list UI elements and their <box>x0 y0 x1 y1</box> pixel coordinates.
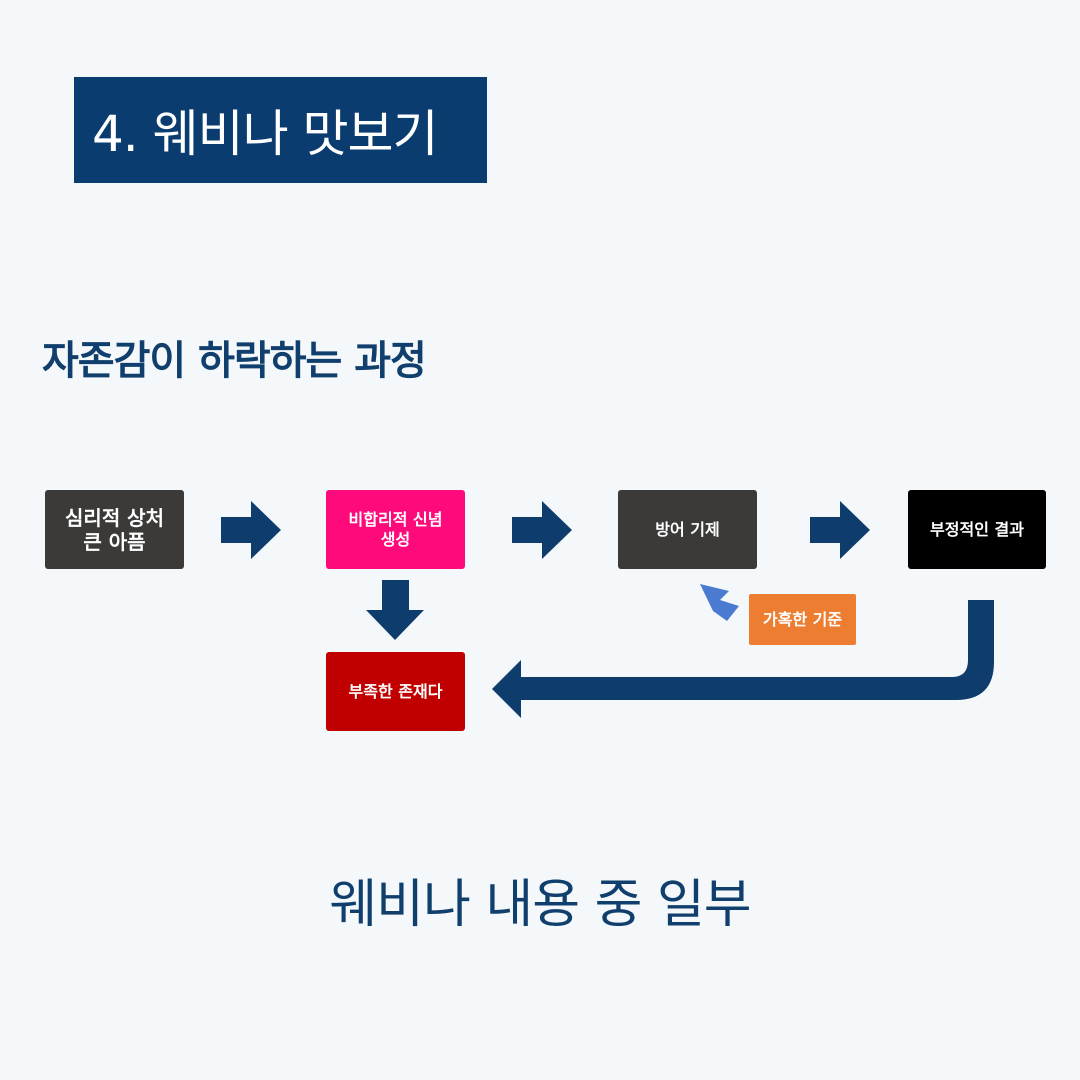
footer-caption: 웨비나 내용 중 일부 <box>329 875 751 935</box>
arrow-harsh-to-defense <box>700 584 739 621</box>
arrow-belief-to-defense <box>512 501 572 559</box>
node-irrational-belief: 비합리적 신념 생성 <box>326 490 465 569</box>
title-banner: 4. 웨비나 맛보기 <box>74 77 487 183</box>
node-inadequate-being-label: 부족한 존재다 <box>348 681 443 701</box>
node-psychological-hurt: 심리적 상처 큰 아픔 <box>45 490 184 569</box>
node-defense-mechanism-label: 방어 기제 <box>655 519 720 539</box>
node-defense-mechanism: 방어 기제 <box>618 490 757 569</box>
node-harsh-standard-label: 가혹한 기준 <box>762 609 843 629</box>
arrow-hurt-to-belief <box>221 501 281 559</box>
arrow-result-loop-back <box>492 600 994 718</box>
node-inadequate-being: 부족한 존재다 <box>326 652 465 731</box>
arrow-defense-to-result <box>810 501 870 559</box>
node-harsh-standard: 가혹한 기준 <box>749 594 856 645</box>
node-negative-result-label: 부정적인 결과 <box>930 519 1024 539</box>
section-heading: 자존감이 하락하는 과정 <box>42 338 427 384</box>
node-negative-result: 부정적인 결과 <box>908 490 1046 569</box>
page-title: 4. 웨비나 맛보기 <box>92 105 438 163</box>
arrow-belief-to-inadequate <box>366 580 424 640</box>
node-psychological-hurt-label: 심리적 상처 큰 아픔 <box>65 505 164 554</box>
node-irrational-belief-label: 비합리적 신념 생성 <box>348 510 443 549</box>
